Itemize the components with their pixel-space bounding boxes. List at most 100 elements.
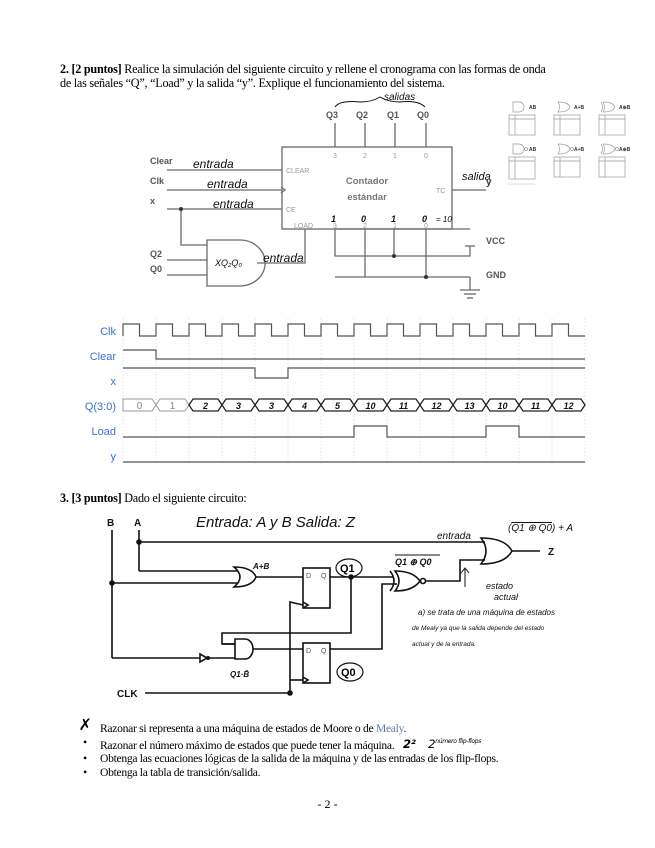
q-bus-segment	[353, 398, 388, 412]
load-value-result: = 10	[436, 215, 452, 224]
task-text: Razonar si representa a una máquina de e…	[100, 722, 376, 735]
q-bus-value: 11	[399, 401, 408, 411]
gate-annotation: A⊕B	[619, 105, 631, 111]
question-2-text-line2: de las señales “Q”, “Load” y la salida “…	[60, 76, 445, 90]
q-bus-segment	[419, 398, 454, 412]
q-bus-segment	[485, 398, 520, 412]
task-item: ✗ Razonar si representa a una máquina de …	[78, 717, 498, 736]
q-bus-segment	[287, 398, 322, 412]
signal-label-clk: Clk	[100, 326, 116, 338]
timing-grid	[122, 318, 586, 465]
input-label-x: x	[150, 196, 155, 206]
question-3-statement: 3. [3 puntos] Dado el siguiente circuito…	[60, 491, 247, 506]
top-pin-number: 2	[363, 153, 367, 160]
q-bus-value: 3	[236, 401, 241, 411]
question-2-statement: 2. [2 puntos] Realice la simulación del …	[60, 62, 620, 90]
handwritten-note-2-squared: 2²	[402, 737, 416, 752]
load-value-annotation: 1	[331, 214, 336, 224]
annotation-entrada-load: entrada	[263, 251, 304, 265]
input-label-b: B	[107, 518, 114, 529]
input-label-clk: Clk	[150, 176, 165, 186]
annotation-xnor: Q1 ⊕ Q0	[395, 557, 432, 567]
question-2-text-line1: Realice la simulación del siguiente circ…	[124, 62, 546, 76]
ff0-q-pin: Q	[321, 648, 327, 655]
annotation-salida: salida	[462, 171, 491, 183]
q-bus-segment	[122, 398, 157, 412]
annotation-actual: actual	[494, 592, 519, 602]
q-bus-value: 12	[431, 401, 441, 411]
q-bus-value: 11	[531, 401, 540, 411]
q-bus-value: 13	[464, 401, 474, 411]
and-gate-label: XQ₂Q₀	[214, 258, 242, 268]
q-bus-segment	[254, 398, 289, 412]
q-bus-segment	[551, 398, 586, 412]
ff1-d-pin: D	[306, 573, 311, 580]
gate-annotation: AB	[529, 147, 537, 153]
q-bus-value: 4	[301, 401, 307, 411]
and-gate-q1-bnot	[234, 638, 254, 660]
pin-ce: CE	[286, 207, 296, 214]
top-pin-number: 3	[333, 153, 337, 160]
output-label-q0: Q0	[417, 110, 429, 120]
q1-circle	[335, 558, 363, 578]
question-2-number: 2.	[60, 62, 69, 76]
question-2-points: [2 puntos]	[71, 62, 122, 76]
q-bus-value: 10	[365, 401, 375, 411]
highlighted-mealy: Mealy	[375, 722, 404, 735]
task-list: ✗ Razonar si representa a una máquina de …	[78, 717, 499, 779]
annotation-entrada-x: entrada	[213, 197, 254, 211]
outputs-brace	[334, 96, 426, 108]
counter-circuit-diagram: Q3 Q2 Q1 Q0 Clear Clk x Q2 Q0 VCC GND y …	[150, 92, 507, 299]
sequential-circuit-diagram: B A CLK Z D Q D Q Entrada: A y B Salida:…	[107, 514, 573, 700]
arrow-icon	[460, 567, 470, 587]
gate-annotation: AB	[529, 105, 537, 111]
question-3-text: Dado el siguiente circuito:	[124, 491, 247, 505]
pin-tc: TC	[436, 188, 445, 195]
counter-title-line2: estándar	[347, 192, 387, 203]
task-text-suffix: .	[403, 722, 406, 735]
q-bus-value: 5	[335, 401, 341, 411]
annotation-entrada: entrada	[437, 531, 471, 542]
q-bus-segment	[320, 398, 355, 412]
question-3-points: [3 puntos]	[71, 491, 122, 505]
annotation-inputs-outputs: Entrada: A y B Salida: Z	[196, 514, 356, 531]
input-label-clear: Clear	[150, 156, 173, 166]
page-number: - 2 -	[317, 797, 338, 811]
task-item: •Razonar el número máximo de estados que…	[78, 736, 498, 752]
signal-label-load: Load	[92, 426, 116, 438]
load-pin-number: 3	[333, 223, 337, 230]
answer-a-line1: a) se trata de una máquina de estados	[418, 608, 555, 617]
task-text: Obtenga las ecuaciones lógicas de la sal…	[100, 752, 499, 766]
annotation-entrada-clear: entrada	[193, 157, 234, 171]
task-text: Razonar el número máximo de estados que …	[100, 738, 395, 752]
annotation-salidas: salidas	[384, 92, 415, 103]
q-bus-segment	[155, 398, 190, 412]
gnd-label: GND	[486, 270, 507, 280]
top-pin-number: 1	[393, 153, 397, 160]
ff0-d-pin: D	[306, 648, 311, 655]
annotation-a-plus-b: A+B	[252, 562, 269, 571]
q-bus-segment	[386, 398, 421, 412]
q-bus-value: 2	[202, 401, 208, 411]
load-pin-number: 2	[363, 223, 367, 230]
inverter-b	[199, 652, 209, 664]
signal-label-x: x	[111, 376, 117, 388]
annotation-entrada-clk: entrada	[207, 177, 248, 191]
q0-circle	[336, 662, 364, 682]
xnor-gate	[393, 570, 421, 592]
q-bus-value: 3	[269, 401, 274, 411]
gate-reference-card: AB A+B A⊕B AB A+B A⊕B	[507, 101, 631, 185]
pin-load: LOAD	[294, 223, 313, 230]
output-label-z: Z	[548, 547, 554, 558]
or-gate-a-plus-b	[231, 566, 257, 588]
q-bus-value: 12	[563, 401, 573, 411]
q0-label: Q0	[341, 667, 356, 679]
cross-mark-icon: ✗	[78, 717, 92, 734]
gate-annotation: A+B	[574, 105, 585, 111]
load-value-annotation: 1	[391, 214, 396, 224]
annotation-q1-bnot: Q1·B̄	[230, 670, 249, 679]
gate-input-label-q2: Q2	[150, 249, 162, 259]
load-value-annotation: 0	[422, 214, 427, 224]
annotation-estado: estado	[486, 581, 513, 591]
